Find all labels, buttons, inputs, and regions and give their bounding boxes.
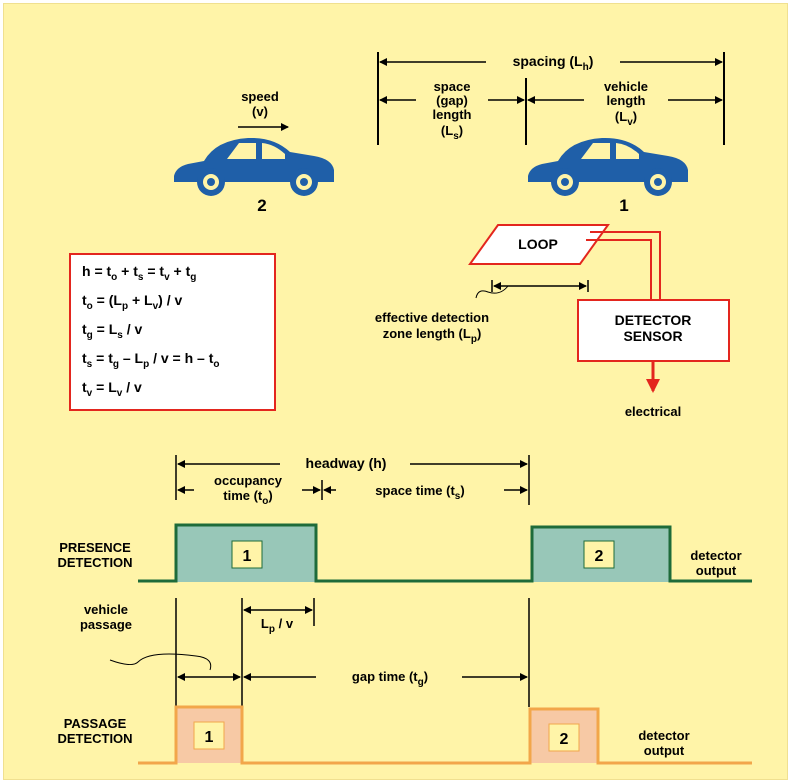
equation-4: ts = tg – Lp / v = h – to <box>82 350 220 370</box>
passage-dimensions: Lp / v gap time (tg) <box>109 598 530 707</box>
detector-output-label-1: detector <box>690 548 741 563</box>
length-label: length <box>607 93 646 108</box>
passage-output-label-1: detector <box>638 728 689 743</box>
vehicle-passage-label-1: vehicle <box>84 602 128 617</box>
gap-label-space: space <box>434 79 471 94</box>
speed-indicator: speed (v) <box>238 89 289 131</box>
space-time-dimension: space time (ts) <box>323 483 528 502</box>
car-icon <box>528 137 688 196</box>
passage-label-2: DETECTION <box>57 731 132 746</box>
zone-label-1: effective detection <box>375 310 489 325</box>
gap-length-dimension: space (gap) length (Ls) <box>379 79 525 142</box>
car-2-number: 2 <box>257 196 266 215</box>
occupancy-label-1: occupancy <box>214 473 283 488</box>
equations-box <box>69 253 276 411</box>
loop-detector: LOOP <box>468 224 661 300</box>
passage-vehicle-1: 1 <box>205 729 214 746</box>
detector-sensor: DETECTOR SENSOR electrical <box>577 299 730 419</box>
loop-label: LOOP <box>518 236 558 252</box>
passage-detection-signal: 1 2 <box>138 705 752 765</box>
equation-3: tg = Ls / v <box>82 321 143 341</box>
passage-output-label-2: output <box>644 743 685 758</box>
electrical-label: electrical <box>625 404 681 419</box>
vehicle-passage-label-2: passage <box>80 617 132 632</box>
headway-label: headway (h) <box>306 455 387 471</box>
presence-detection-signal: 1 2 <box>138 523 752 583</box>
occupancy-label-2: time (to) <box>223 488 272 507</box>
presence-vehicle-1: 1 <box>243 548 252 565</box>
passage-vehicle-2: 2 <box>560 731 569 748</box>
occupancy-time-dimension: occupancy time (to) <box>177 473 321 507</box>
passage-label-1: PASSAGE <box>64 716 127 731</box>
presence-label-1: PRESENCE <box>59 540 131 555</box>
equation-2: to = (Lp + Lv) / v <box>82 292 182 312</box>
spacing-label: spacing (Lh) <box>513 53 594 73</box>
gap-symbol: (Ls) <box>441 123 463 142</box>
gap-label-gap: (gap) <box>436 93 468 108</box>
presence-vehicle-2: 2 <box>595 548 604 565</box>
space-time-label: space time (ts) <box>375 483 464 502</box>
speed-symbol: (v) <box>252 104 268 119</box>
gap-label-length: length <box>433 107 472 122</box>
speed-label: speed <box>241 89 279 104</box>
equation-5: tv = Lv / v <box>82 379 142 399</box>
vehicle-label: vehicle <box>604 79 648 94</box>
car-icon <box>174 137 334 196</box>
spacing-dimension: spacing (Lh) <box>377 52 725 145</box>
headway-dimension: headway (h) <box>175 455 530 505</box>
equation-1: h = to + ts = tv + tg <box>82 263 196 283</box>
sensor-label-1: DETECTOR <box>615 312 692 328</box>
detection-zone-dimension: effective detection zone length (Lp) <box>375 280 589 345</box>
detector-output-label-2: output <box>696 563 737 578</box>
gap-time-label: gap time (tg) <box>352 669 428 688</box>
sensor-label-2: SENSOR <box>623 328 682 344</box>
vehicle-length-dimension: vehicle length (Lv) <box>527 79 723 128</box>
lp-v-label: Lp / v <box>261 616 294 635</box>
presence-label-2: DETECTION <box>57 555 132 570</box>
zone-label-2: zone length (Lp) <box>383 326 482 345</box>
car-1-number: 1 <box>619 196 628 215</box>
equations: h = to + ts = tv + tg to = (Lp + Lv) / v t… <box>82 263 220 399</box>
vehicle-symbol: (Lv) <box>615 109 637 128</box>
